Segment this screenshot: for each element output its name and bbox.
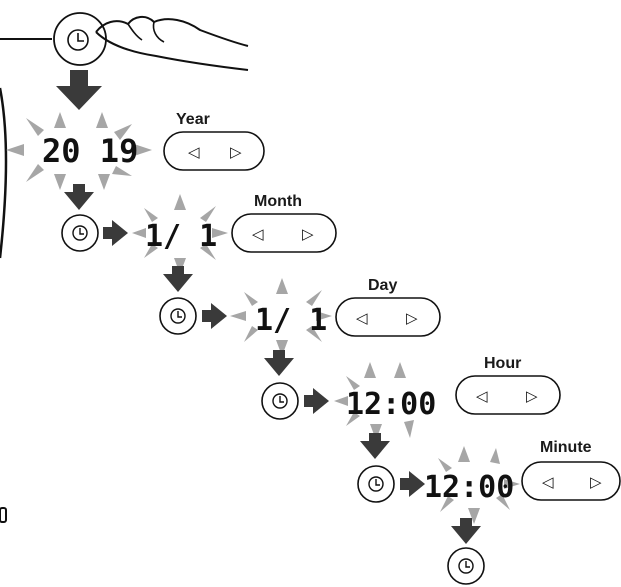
clock-icon <box>458 558 474 574</box>
day-adjust-buttons[interactable] <box>335 297 441 337</box>
edge-fragment <box>0 507 7 523</box>
year-left-arrow-icon[interactable]: ◁ <box>188 143 200 161</box>
hour-label: Hour <box>484 355 521 372</box>
day-left-arrow-icon[interactable]: ◁ <box>356 309 368 327</box>
hand-icon <box>95 16 249 71</box>
arrow-down-5 <box>451 518 481 544</box>
arrow-down-2 <box>163 266 193 292</box>
hour-left-arrow-icon[interactable]: ◁ <box>476 387 488 405</box>
flash-rays-month <box>132 194 228 274</box>
minute-display: 12:00 <box>424 470 514 505</box>
arrow-down-4 <box>360 433 390 459</box>
year-display: 20 19 <box>42 132 138 170</box>
arrow-right-4 <box>400 471 425 497</box>
clock-icon <box>368 476 384 492</box>
hour-right-arrow-icon[interactable]: ▷ <box>526 387 538 405</box>
year-right-arrow-icon[interactable]: ▷ <box>230 143 242 161</box>
minute-left-arrow-icon[interactable]: ◁ <box>542 473 554 491</box>
minute-adjust-buttons[interactable] <box>521 461 621 501</box>
panel-edge <box>0 87 8 259</box>
arrow-right-3 <box>304 388 329 414</box>
month-left-arrow-icon[interactable]: ◁ <box>252 225 264 243</box>
hour-adjust-buttons[interactable] <box>455 375 561 415</box>
clock-icon <box>72 225 88 241</box>
flash-rays-year <box>6 112 152 190</box>
day-display: 1/ 1 <box>255 303 327 338</box>
minute-label: Minute <box>540 439 592 456</box>
clock-icon <box>67 29 89 51</box>
arrow-right-2 <box>202 303 227 329</box>
clock-button-minute[interactable] <box>357 465 395 503</box>
clock-button-top[interactable] <box>53 12 107 66</box>
flash-rays-minute <box>438 446 520 524</box>
month-right-arrow-icon[interactable]: ▷ <box>302 225 314 243</box>
arrow-right-1 <box>103 220 128 246</box>
clock-icon <box>272 393 288 409</box>
arrow-down-main <box>56 70 102 110</box>
minute-right-arrow-icon[interactable]: ▷ <box>590 473 602 491</box>
month-display: 1/ 1 <box>145 219 217 254</box>
arrow-down-1 <box>64 184 94 210</box>
month-label: Month <box>254 193 302 210</box>
clock-button-month[interactable] <box>61 214 99 252</box>
year-adjust-buttons[interactable] <box>163 131 265 171</box>
clock-button-day[interactable] <box>159 297 197 335</box>
year-label: Year <box>176 111 210 128</box>
clock-button-hour[interactable] <box>261 382 299 420</box>
day-label: Day <box>368 277 397 294</box>
arrow-down-3 <box>264 350 294 376</box>
flash-rays-hour <box>334 362 414 440</box>
month-adjust-buttons[interactable] <box>231 213 337 253</box>
clock-button-final[interactable] <box>447 547 485 585</box>
hour-display: 12:00 <box>346 387 436 422</box>
flash-rays-day <box>230 278 332 356</box>
clock-icon <box>170 308 186 324</box>
day-right-arrow-icon[interactable]: ▷ <box>406 309 418 327</box>
